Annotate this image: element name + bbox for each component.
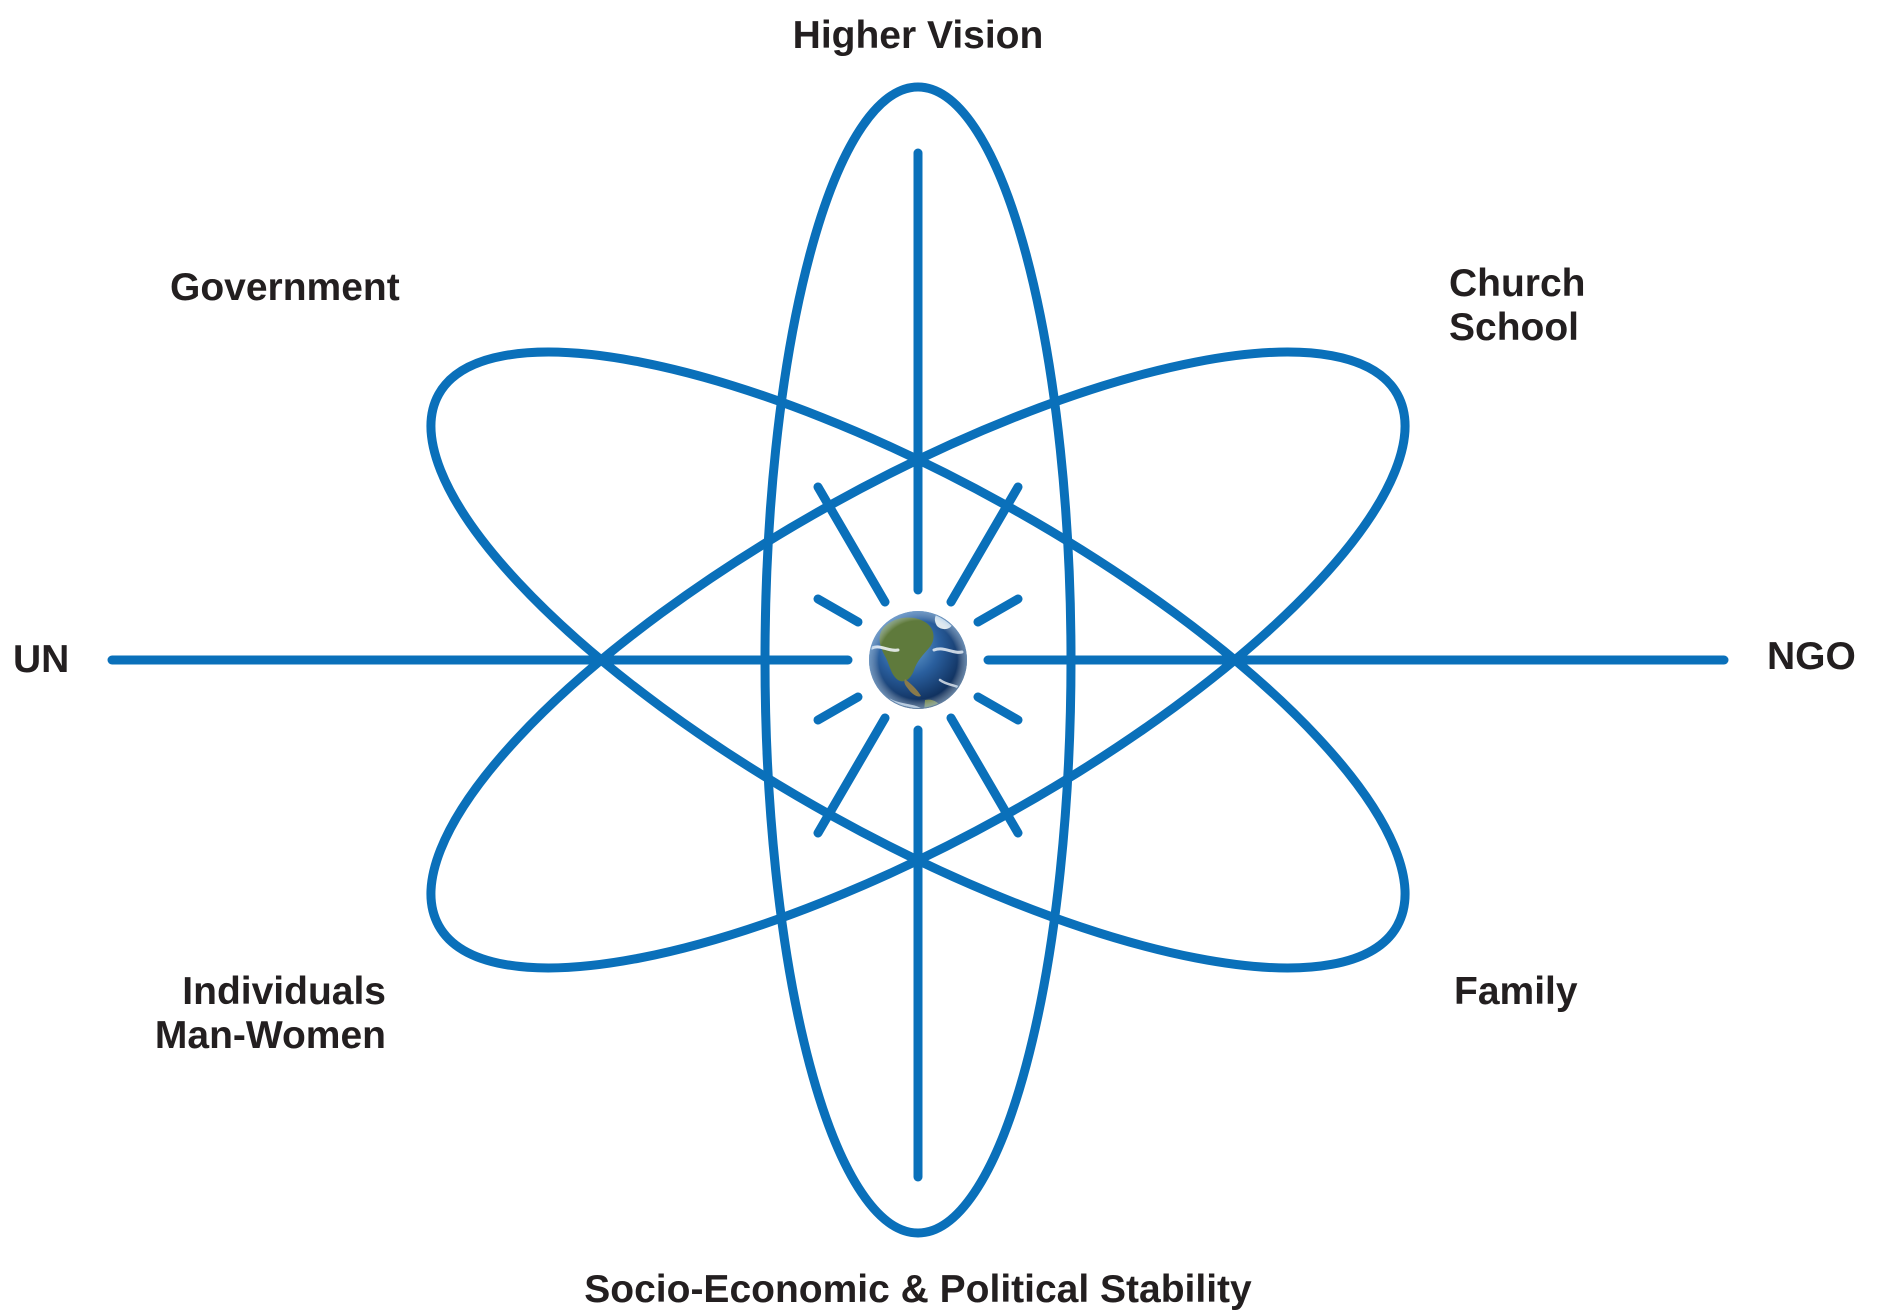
label-church: Church <box>1449 262 1586 305</box>
short-ray-lower-left <box>813 692 863 725</box>
label-socio-economic-political-stability: Socio-Economic & Political Stability <box>584 1268 1252 1311</box>
label-man-women: Man-Women <box>154 1014 386 1057</box>
label-family: Family <box>1454 970 1578 1013</box>
label-ngo: NGO <box>1767 635 1856 678</box>
earth-globe-icon <box>869 611 967 709</box>
label-un: UN <box>13 638 70 681</box>
short-ray-upper-right <box>973 594 1023 627</box>
ray-upper-right <box>946 482 1023 607</box>
short-ray-upper-left <box>813 594 863 627</box>
label-higher-vision: Higher Vision <box>792 14 1044 57</box>
ray-lower-left <box>813 713 890 838</box>
ray-lower-right <box>946 713 1023 838</box>
label-school: School <box>1449 306 1580 349</box>
label-individuals-man-women: Individuals Man-Women <box>130 970 386 1058</box>
label-church-school: Church School <box>1449 262 1586 350</box>
short-ray-lower-right <box>973 692 1023 725</box>
label-individuals: Individuals <box>182 970 386 1013</box>
ray-upper-left <box>813 482 890 607</box>
label-government: Government <box>170 266 400 309</box>
